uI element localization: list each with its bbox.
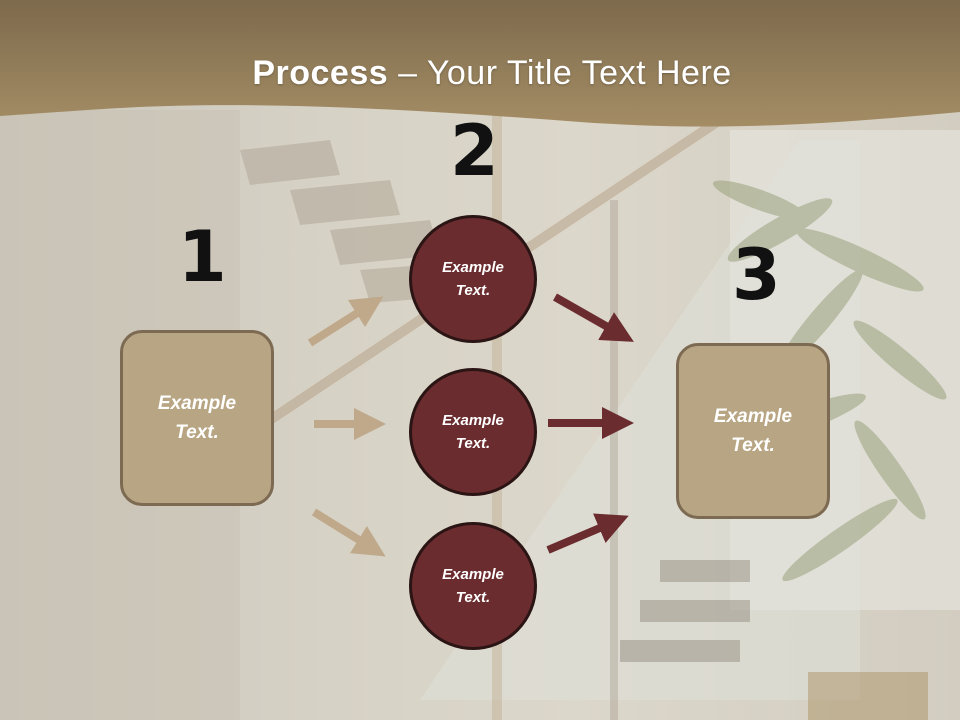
step-2-top-label: Example Text. [442, 259, 504, 299]
step-number-2: 2 [450, 110, 499, 192]
step-1-box: Example Text. [120, 330, 274, 506]
step-1-label: Example Text. [157, 393, 237, 443]
step-3-label: Example Text. [713, 406, 793, 456]
step-2-bottom-label: Example Text. [442, 566, 504, 606]
step-number-3: 3 [732, 234, 781, 316]
title-rest: – Your Title Text Here [388, 54, 732, 92]
page-title: Process – Your Title Text Here [0, 54, 960, 93]
step-2-circle-top: Example Text. [409, 215, 537, 343]
step-number-1: 1 [178, 216, 227, 298]
step-3-box: Example Text. [676, 343, 830, 519]
title-banner [0, 0, 960, 127]
title-bold: Process [252, 54, 389, 92]
step-2-middle-label: Example Text. [442, 412, 504, 452]
step-2-circle-bottom: Example Text. [409, 522, 537, 650]
step-2-circle-middle: Example Text. [409, 368, 537, 496]
